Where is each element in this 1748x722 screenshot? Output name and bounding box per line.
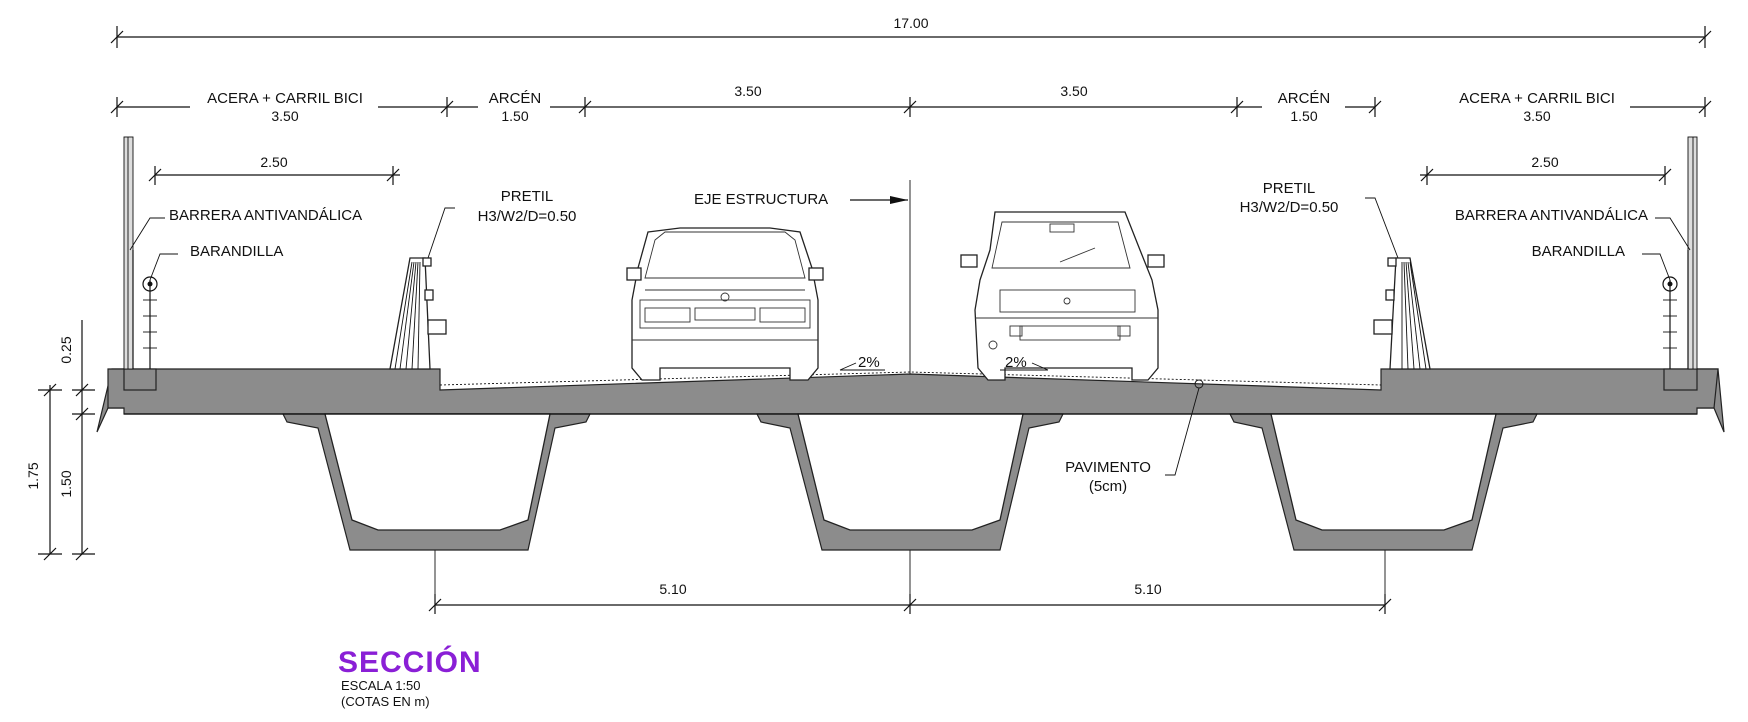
title-scale: ESCALA 1:50 bbox=[341, 678, 421, 693]
label-pavimento-thickness: (5cm) bbox=[1089, 478, 1127, 495]
label-slope-left: 2% bbox=[858, 354, 880, 371]
right-railings bbox=[1365, 136, 1698, 370]
label-barandilla-left: BARANDILLA bbox=[190, 243, 283, 260]
dim-vert-175: 1.75 bbox=[25, 462, 41, 489]
dim-total: 17.00 bbox=[893, 15, 928, 31]
label-pretil-right-1: PRETIL bbox=[1263, 180, 1316, 197]
dim-arcen-right-value: 1.50 bbox=[1290, 108, 1317, 124]
dim-bottom-right: 5.10 bbox=[1134, 581, 1161, 597]
label-pretil-left-1: PRETIL bbox=[501, 188, 554, 205]
title-seccion: SECCIÓN bbox=[338, 645, 482, 679]
label-pretil-right-2: H3/W2/D=0.50 bbox=[1240, 199, 1339, 216]
label-pavimento: PAVIMENTO bbox=[1065, 459, 1151, 476]
label-barandilla-right: BARANDILLA bbox=[1532, 243, 1625, 260]
dim-arcen-left-label: ARCÉN bbox=[489, 90, 542, 107]
dim-lane-right: 3.50 bbox=[1060, 83, 1087, 99]
dim-acera-right-label: ACERA + CARRIL BICI bbox=[1459, 90, 1615, 107]
dim-arcen-right-label: ARCÉN bbox=[1278, 90, 1331, 107]
dim-sub-left: 2.50 bbox=[260, 154, 287, 170]
dimension-texts: 17.00 ACERA + CARRIL BICI 3.50 ARCÉN 1.5… bbox=[25, 15, 1615, 597]
label-barrera-left: BARRERA ANTIVANDÁLICA bbox=[169, 207, 362, 224]
dim-arcen-left-value: 1.50 bbox=[501, 108, 528, 124]
label-pretil-left-2: H3/W2/D=0.50 bbox=[478, 208, 577, 225]
label-eje-estructura: EJE ESTRUCTURA bbox=[694, 191, 828, 208]
car-front-view bbox=[626, 227, 824, 381]
concrete-deck bbox=[96, 368, 1725, 551]
dim-acera-left-value: 3.50 bbox=[271, 108, 298, 124]
car-rear-view bbox=[960, 211, 1165, 381]
dimension-lines bbox=[38, 26, 1712, 614]
label-barrera-right: BARRERA ANTIVANDÁLICA bbox=[1455, 207, 1648, 224]
left-railings bbox=[123, 136, 455, 370]
dim-vert-150: 1.50 bbox=[58, 470, 74, 497]
label-slope-right: 2% bbox=[1005, 354, 1027, 371]
dim-vert-025: 0.25 bbox=[58, 336, 74, 363]
dim-lane-left: 3.50 bbox=[734, 83, 761, 99]
title-block: SECCIÓN ESCALA 1:50 (COTAS EN m) bbox=[338, 645, 482, 709]
dim-bottom-left: 5.10 bbox=[659, 581, 686, 597]
dim-acera-left-label: ACERA + CARRIL BICI bbox=[207, 90, 363, 107]
dim-sub-right: 2.50 bbox=[1531, 154, 1558, 170]
title-units: (COTAS EN m) bbox=[341, 694, 430, 709]
dim-acera-right-value: 3.50 bbox=[1523, 108, 1550, 124]
annotations: BARRERA ANTIVANDÁLICA BARANDILLA PRETIL … bbox=[169, 180, 1648, 495]
